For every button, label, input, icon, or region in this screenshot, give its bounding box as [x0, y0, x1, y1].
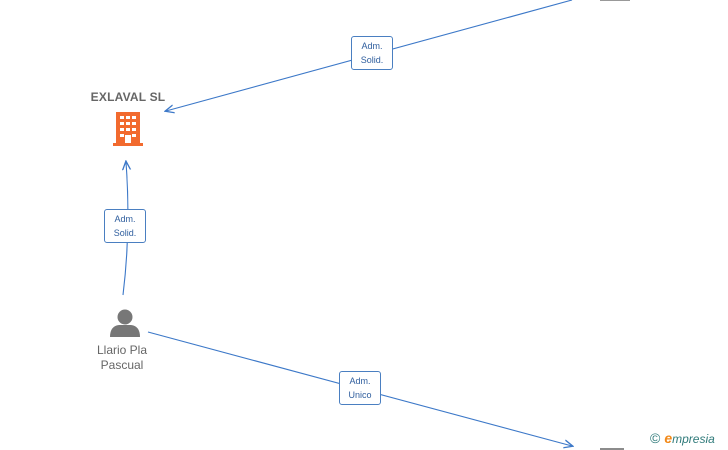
- copyright-symbol: ©: [650, 430, 661, 446]
- edge-label-line1: Adm.: [349, 376, 371, 386]
- edge-label-adm-unico[interactable]: Adm. Unico: [339, 371, 381, 405]
- empresia-logo: ©empresia: [650, 430, 715, 446]
- edge-label-line1: Adm.: [114, 214, 136, 224]
- company-name[interactable]: EXLAVAL SL: [90, 90, 166, 104]
- person-icon[interactable]: [110, 309, 140, 338]
- edge-label-line1: Adm.: [361, 41, 383, 51]
- person-name-line2: Pascual: [100, 358, 144, 372]
- edge-label-adm-solid-person[interactable]: Adm. Solid.: [104, 209, 146, 243]
- building-icon[interactable]: [113, 112, 143, 146]
- edge-label-adm-solid-top[interactable]: Adm. Solid.: [351, 36, 393, 70]
- person-name-line1: Llario Pla: [96, 343, 148, 357]
- edge-label-line2: Solid.: [360, 55, 384, 65]
- brand-rest: mpresia: [672, 432, 715, 446]
- edge-label-line2: Unico: [348, 390, 372, 400]
- edge-label-line2: Solid.: [113, 228, 137, 238]
- person-name[interactable]: Llario Pla Pascual: [72, 343, 172, 373]
- brand-initial: e: [664, 430, 673, 446]
